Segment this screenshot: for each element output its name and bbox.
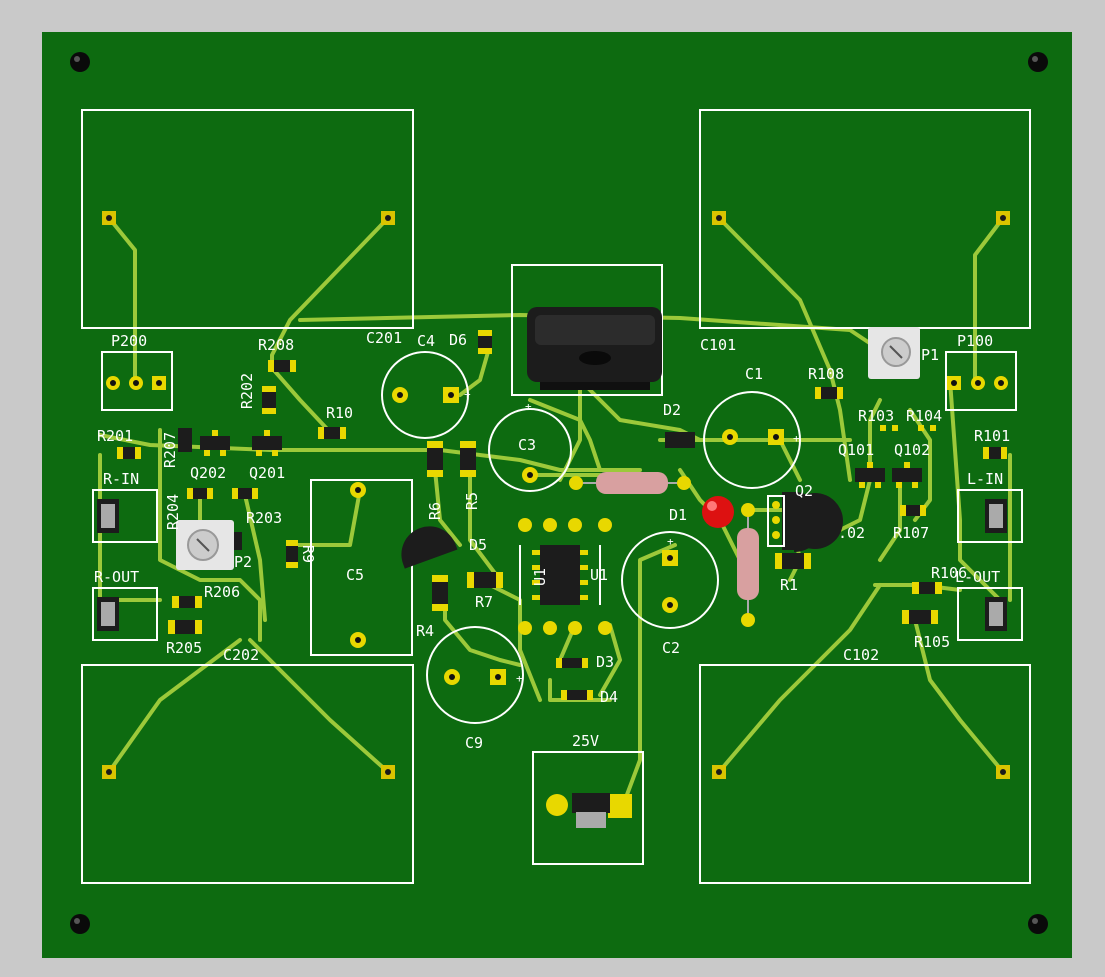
svg-text:+: + (667, 535, 674, 548)
label-R202: R202 (238, 373, 256, 409)
label-C2: C2 (662, 639, 680, 657)
led-d1 (702, 496, 734, 528)
silkscreen-labels: P200 P100 P1 P2 R208 R202 R201 R207 R204… (94, 329, 1010, 752)
trim-pots (176, 327, 920, 570)
label-D5: D5 (469, 536, 487, 554)
label-R10: R10 (326, 404, 353, 422)
through-hole-resistors (569, 472, 759, 627)
label-R5: R5 (463, 492, 481, 510)
label-R204: R204 (164, 494, 182, 530)
svg-text:+: + (793, 432, 800, 445)
label-R4: R4 (416, 622, 434, 640)
label-Q102: Q102 (894, 441, 930, 459)
label-C101: C101 (700, 336, 736, 354)
label-C102: C102 (843, 646, 879, 664)
label-r-out: R-OUT (94, 568, 139, 586)
label-Q101: Q101 (838, 441, 874, 459)
label-D2: D2 (663, 401, 681, 419)
label-R1: R1 (780, 576, 798, 594)
label-R205: R205 (166, 639, 202, 657)
label-R104: R104 (906, 407, 942, 425)
to92-transistors (401, 492, 843, 569)
header-pads (106, 376, 1008, 390)
label-R207: R207 (161, 432, 179, 468)
label-C202: C202 (223, 646, 259, 664)
label-R107: R107 (893, 524, 929, 542)
label-r-in: R-IN (103, 470, 139, 488)
svg-text:+: + (464, 388, 471, 401)
label-D1: D1 (669, 506, 687, 524)
svg-text:+: + (525, 400, 532, 413)
label-Q2: Q2 (795, 482, 813, 500)
label-U1: U1 (531, 568, 549, 586)
label-D6: D6 (449, 331, 467, 349)
cap-pads (350, 387, 784, 685)
label-R103: R103 (858, 407, 894, 425)
heatsink (527, 307, 662, 390)
label-Q202: Q202 (190, 464, 226, 482)
small-diodes (478, 330, 593, 700)
label-C1: C1 (745, 365, 763, 383)
terminal-blocks (97, 499, 1007, 828)
label-02: .02 (838, 524, 865, 542)
svg-text:+: + (516, 672, 523, 685)
label-R208: R208 (258, 336, 294, 354)
label-R108: R108 (808, 365, 844, 383)
label-R201: R201 (97, 427, 133, 445)
label-R7: R7 (475, 593, 493, 611)
label-U1-2: U1 (590, 566, 608, 584)
label-R101: R101 (974, 427, 1010, 445)
label-C5: C5 (346, 566, 364, 584)
label-D4: D4 (600, 688, 618, 706)
label-P1: P1 (921, 346, 939, 364)
label-Q201: Q201 (249, 464, 285, 482)
label-R203: R203 (246, 509, 282, 527)
label-C4: C4 (417, 332, 435, 350)
label-C3: C3 (518, 436, 536, 454)
ic-u1 (518, 518, 612, 635)
label-P200: P200 (111, 332, 147, 350)
electrolytic-caps (381, 351, 801, 724)
label-l-out: L-OUT (955, 568, 1000, 586)
label-P100: P100 (957, 332, 993, 350)
label-R106: R106 (931, 564, 967, 582)
smd-parts (117, 330, 1007, 700)
label-R105: R105 (914, 633, 950, 651)
label-R6: R6 (426, 502, 444, 520)
label-D3: D3 (596, 653, 614, 671)
label-C201: C201 (366, 329, 402, 347)
label-25v: 25V (572, 732, 599, 750)
label-P2: P2 (234, 553, 252, 571)
label-C9: C9 (465, 734, 483, 752)
label-l-in: L-IN (967, 470, 1003, 488)
label-R9: R9 (299, 545, 317, 563)
label-R206: R206 (204, 583, 240, 601)
